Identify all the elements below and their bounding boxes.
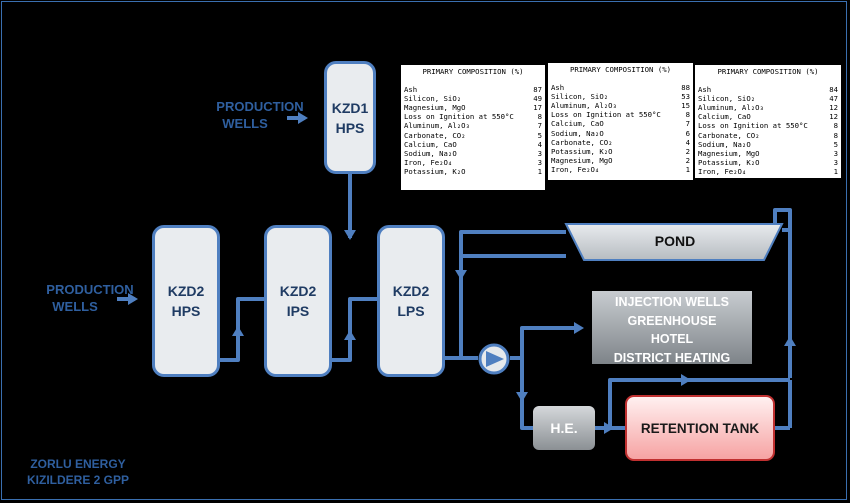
pipe-pond-return xyxy=(459,254,566,280)
pipe-ips-to-lps xyxy=(331,297,378,362)
company-label: ZORLU ENERGY KIZILDERE 2 GPP xyxy=(26,457,130,487)
kzd2-lps-separator: KZD2 LPS xyxy=(377,225,445,377)
arrow-head xyxy=(516,392,528,402)
pump-arrow-icon xyxy=(486,351,504,367)
arrow-head xyxy=(604,422,614,434)
arrow-head xyxy=(681,374,691,386)
pipe-pump-to-he xyxy=(520,358,533,430)
pipe-lps-to-pond xyxy=(459,230,566,358)
destination-item: DISTRICT HEATING xyxy=(613,350,731,365)
arrow-head xyxy=(344,330,356,340)
destination-item: GREENHOUSE xyxy=(627,313,717,328)
arrow-head xyxy=(344,230,356,240)
arrow-head xyxy=(784,336,796,346)
production-wells-top-label: PRODUCTION WELLS xyxy=(216,99,304,131)
arrow-head xyxy=(574,322,584,334)
heat-exchanger: H.E. xyxy=(533,406,595,450)
arrow-head xyxy=(232,326,244,336)
kzd1-hps-separator: KZD1 HPS xyxy=(324,61,376,174)
destinations-box: INJECTION WELLS GREENHOUSE HOTEL DISTRIC… xyxy=(592,291,752,365)
pipe-pump-to-destinations xyxy=(510,326,580,360)
pond-shape xyxy=(564,223,784,261)
destination-item: INJECTION WELLS xyxy=(615,295,729,309)
arrow-head xyxy=(298,112,308,124)
retention-tank: RETENTION TANK xyxy=(625,395,775,461)
pipe-hps-to-ips xyxy=(219,297,265,362)
arrow-head xyxy=(455,270,467,280)
kzd2-ips-separator: KZD2 IPS xyxy=(264,225,332,377)
destination-item: HOTEL xyxy=(650,332,694,346)
pond-label: POND xyxy=(654,233,696,249)
arrow-head xyxy=(128,293,138,305)
production-wells-left-label: PRODUCTION WELLS xyxy=(46,282,134,314)
kzd2-hps-separator: KZD2 HPS xyxy=(152,225,220,377)
